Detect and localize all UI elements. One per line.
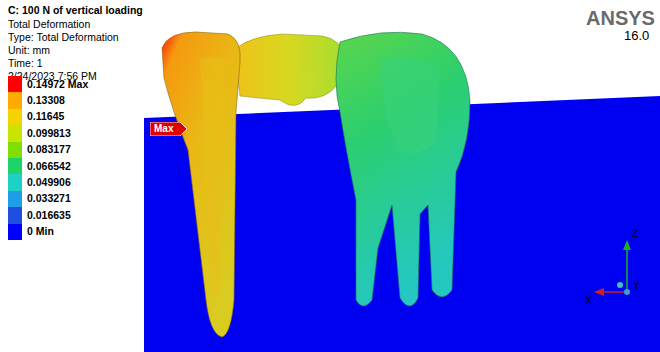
x-arrowhead — [594, 288, 604, 296]
legend-swatch — [8, 142, 22, 158]
legend-value: 0.033271 — [27, 192, 71, 205]
legend-swatch — [8, 207, 22, 223]
legend-value: 0.13308 — [27, 94, 65, 107]
z-arrowhead — [623, 240, 631, 250]
molar-core — [380, 57, 440, 153]
probe-label: Max — [150, 122, 179, 136]
legend-swatch — [8, 109, 22, 125]
software-version: 16.0 — [624, 28, 649, 44]
legend-swatch — [8, 92, 22, 108]
premolar-abutment — [162, 32, 240, 337]
legend-swatch — [8, 125, 22, 141]
result-title: C: 100 N of vertical loading — [8, 4, 143, 17]
legend-swatch — [8, 158, 22, 174]
legend-swatch — [8, 224, 22, 240]
software-logo: ANSYS — [586, 6, 655, 30]
y-axis-dot — [624, 289, 630, 295]
z-axis — [626, 246, 628, 292]
x-axis — [600, 291, 627, 293]
y-axis-tip — [617, 282, 623, 288]
result-unit: Unit: mm — [8, 44, 50, 57]
result-time: Time: 1 — [8, 57, 43, 70]
pontic — [234, 34, 342, 106]
legend-value: 0.099813 — [27, 127, 71, 140]
legend-value: 0 Min — [27, 225, 54, 238]
legend-value: 0.083177 — [27, 143, 71, 156]
premolar-core — [200, 56, 226, 295]
result-name: Total Deformation — [8, 18, 90, 31]
legend-value: 0.016635 — [27, 209, 71, 222]
legend-swatch — [8, 76, 22, 92]
legend-swatch — [8, 191, 22, 207]
molar-abutment — [336, 32, 470, 306]
max-probe-tag: Max — [150, 122, 179, 136]
legend-value: 0.066542 — [27, 160, 71, 173]
pontic-shade — [296, 74, 318, 92]
tag-outline — [150, 122, 187, 136]
axis-label: Z — [632, 228, 638, 240]
legend-value: 0.049906 — [27, 176, 71, 189]
legend-swatch — [8, 174, 22, 190]
axis-label: Y — [633, 280, 640, 292]
result-type: Type: Total Deformation — [8, 31, 119, 44]
legend-value: 0.11645 — [27, 110, 64, 123]
axis-label: X — [585, 295, 592, 307]
legend-value: 0.14972 Max — [27, 78, 88, 91]
